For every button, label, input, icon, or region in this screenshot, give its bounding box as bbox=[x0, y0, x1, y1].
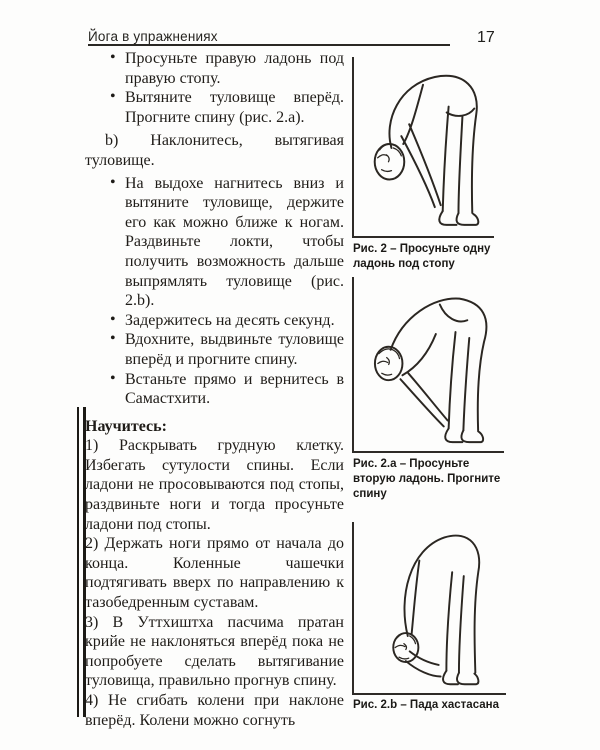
figure-caption-2: Рис. 2.а – Просуньте вторую ладонь. Прог… bbox=[353, 458, 501, 500]
bullet-marker: • bbox=[110, 310, 116, 328]
header-rule bbox=[88, 44, 450, 46]
forward-bend-drawing-2-icon bbox=[373, 297, 488, 444]
figure-caption-3: Рис. 2.b – Пада хастасана bbox=[353, 699, 499, 711]
figure-caption-1: Рис. 2 – Просуньте одну ладонь под стопу bbox=[353, 243, 491, 270]
list-item-text: Вытяните туловище вперёд. Прогните спину… bbox=[125, 89, 344, 126]
list-item: • Вытяните туловище вперёд. Прогните спи… bbox=[110, 88, 344, 127]
learn-item: 4) Не сгибать колени при наклоне вперёд.… bbox=[85, 692, 344, 729]
list-item-text: Встаньте прямо и вернитесь в Самастхити. bbox=[125, 370, 344, 408]
paragraph-b: b) Наклонитесь, вытягивая туловище. bbox=[85, 132, 344, 169]
figure-frame-2 bbox=[352, 277, 504, 453]
list-item: • Просуньте правую ладонь под правую сто… bbox=[110, 49, 344, 88]
forward-bend-drawing-1-icon bbox=[373, 74, 480, 226]
learn-section: Научитесь: 1) Раскрывать грудную клетку.… bbox=[85, 417, 344, 731]
bullet-list-a: • Просуньте правую ладонь под правую сто… bbox=[85, 49, 344, 127]
learn-item: 1) Раскрывать грудную клетку. Избегать с… bbox=[85, 437, 344, 533]
bullet-marker: • bbox=[110, 173, 116, 191]
learn-item: 3) В Уттхиштха пасчима пратан крийе не н… bbox=[85, 613, 344, 690]
figure-frame-3 bbox=[352, 522, 506, 695]
list-item: • Задержитесь на десять секунд. bbox=[110, 311, 344, 331]
list-item-text: Задержитесь на десять секунд. bbox=[125, 311, 335, 329]
list-item-text: Просуньте правую ладонь под правую стопу… bbox=[125, 50, 344, 87]
bullet-list-b: • На выдохе нагнитесь вниз и вытяните ту… bbox=[85, 174, 344, 409]
learn-item: 2) Держать ноги прямо от начала до конца… bbox=[85, 535, 344, 612]
list-item: • Встаньте прямо и вернитесь в Самастхит… bbox=[110, 370, 344, 409]
running-head-title: Йога в упражнениях bbox=[88, 29, 218, 44]
list-item: • Вдохните, выдвиньте туловище вперёд и … bbox=[110, 330, 344, 369]
list-item-text: На выдохе нагнитесь вниз и вытяните туло… bbox=[125, 174, 344, 310]
bullet-marker: • bbox=[110, 88, 116, 106]
list-item-text: Вдохните, выдвиньте туловище вперёд и пр… bbox=[125, 331, 344, 368]
page-number: 17 bbox=[477, 29, 495, 46]
text-column: • Просуньте правую ладонь под правую сто… bbox=[85, 49, 344, 730]
bullet-marker: • bbox=[110, 369, 116, 387]
bullet-marker: • bbox=[110, 330, 116, 348]
list-item: • На выдохе нагнитесь вниз и вытяните ту… bbox=[110, 174, 344, 311]
bullet-marker: • bbox=[110, 49, 116, 66]
margin-emphasis-rule bbox=[77, 407, 86, 717]
figure-frame-1 bbox=[352, 57, 494, 238]
forward-bend-drawing-3-icon bbox=[392, 534, 481, 686]
learn-heading: Научитесь: bbox=[85, 417, 167, 435]
